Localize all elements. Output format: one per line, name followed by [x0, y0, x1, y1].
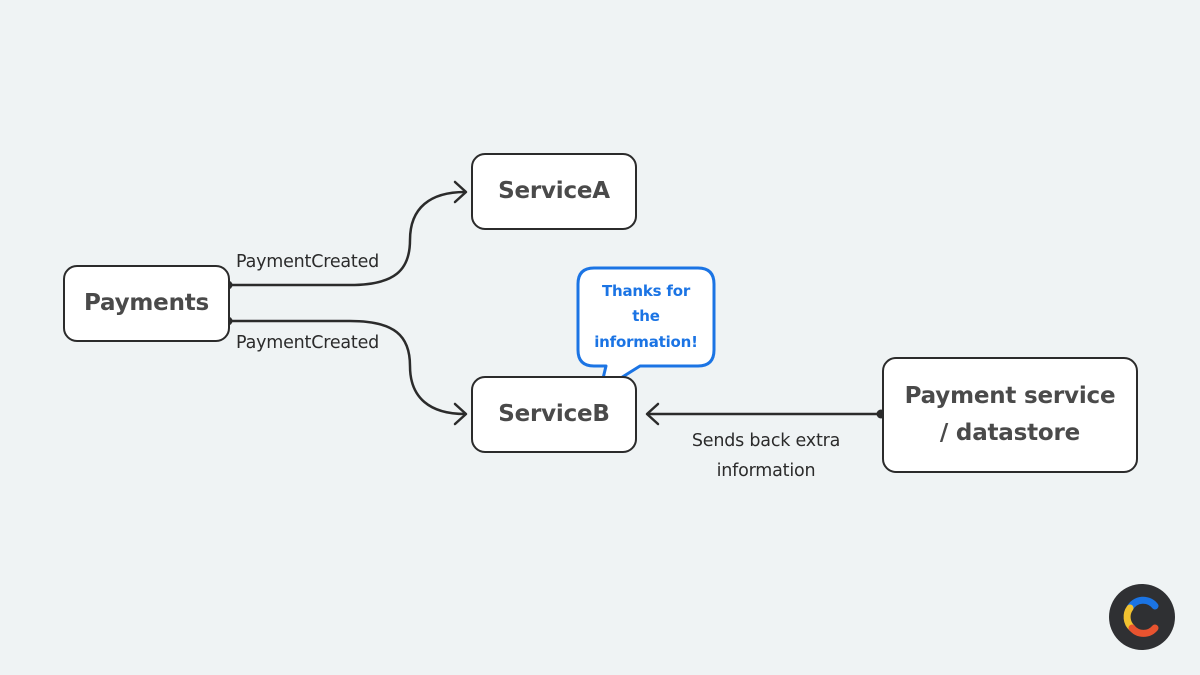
arrowhead-service-b-icon — [453, 402, 468, 426]
speech-bubble-label: Thanks for the information! — [594, 281, 698, 351]
node-payments: Payments — [63, 265, 230, 342]
node-service-a-label: ServiceA — [498, 178, 610, 205]
edge-label-payment-created-bottom: PaymentCreated — [236, 333, 380, 353]
node-payment-service-label: Payment service / datastore — [904, 383, 1116, 446]
edge-label-payment-created-top: PaymentCreated — [236, 252, 380, 272]
node-payment-service: Payment service / datastore — [882, 357, 1138, 473]
node-service-a: ServiceA — [471, 153, 637, 230]
edge-label-sends-back: Sends back extra information — [676, 426, 856, 486]
speech-bubble-text: Thanks for the information! — [578, 268, 714, 366]
c-logo-icon — [1109, 584, 1175, 650]
edge-label-sends-back-text: Sends back extra information — [691, 431, 841, 481]
arrowhead-service-a-icon — [453, 180, 468, 204]
edge-payments-to-service-a — [228, 190, 466, 287]
node-service-b: ServiceB — [471, 376, 637, 453]
arrowhead-left-icon — [645, 402, 660, 426]
node-service-b-label: ServiceB — [498, 401, 610, 428]
edge-payments-to-service-b — [228, 319, 466, 416]
node-payments-label: Payments — [83, 290, 210, 317]
